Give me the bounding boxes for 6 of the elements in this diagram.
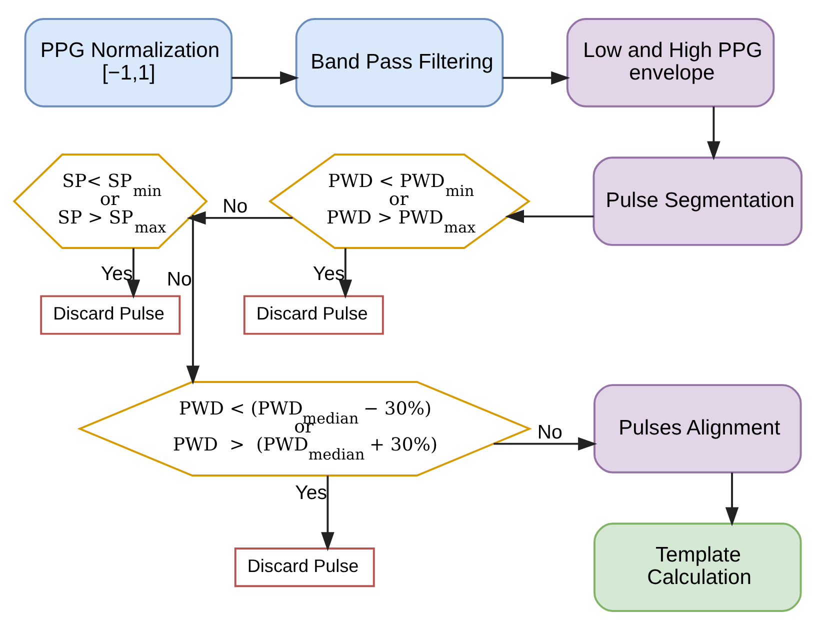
edge-label: No	[537, 421, 562, 444]
edge-label: No	[222, 196, 248, 218]
edge-label: No	[166, 268, 192, 290]
edge-label: Yes	[295, 482, 328, 504]
edge-label: Yes	[100, 263, 133, 286]
edge-label: Yes	[312, 263, 345, 286]
